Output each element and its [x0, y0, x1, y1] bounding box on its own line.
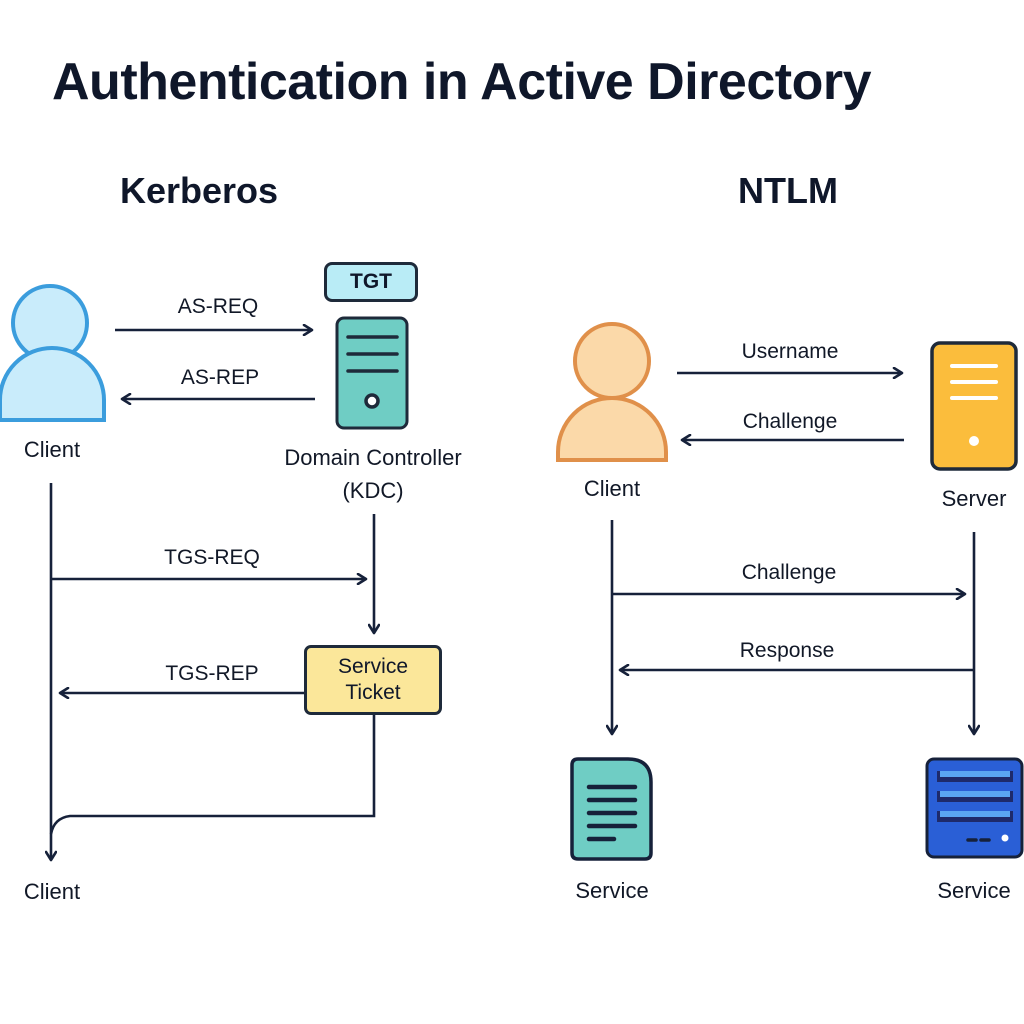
challenge-1-label: Challenge: [742, 410, 838, 433]
kdc-label-line2: (KDC): [342, 478, 404, 503]
as-req-label: AS-REQ: [177, 295, 259, 318]
tgs-rep-label: TGS-REP: [165, 662, 259, 685]
kerberos-client-user-icon: [0, 284, 106, 422]
kerberos-client-label: Client: [23, 437, 81, 462]
service-ticket-box: Service Ticket: [304, 645, 442, 715]
tgt-label: TGT: [350, 270, 392, 293]
as-rep-label: AS-REP: [180, 366, 260, 389]
document-service-icon: [570, 757, 653, 861]
ticket-return-path: [49, 715, 376, 835]
tgt-badge: TGT: [324, 262, 418, 302]
diagram-title: Authentication in Active Directory: [52, 53, 872, 111]
kerberos-end-client-label: Client: [23, 879, 81, 904]
ntlm-service-left-label: Service: [575, 878, 649, 903]
ntlm-server-icon: [930, 341, 1018, 471]
kerberos-heading: Kerberos: [120, 170, 279, 211]
tgs-req-label: TGS-REQ: [164, 546, 260, 569]
ntlm-server-label: Server: [941, 486, 1007, 511]
response-label: Response: [739, 639, 835, 662]
ntlm-client-label: Client: [583, 476, 641, 501]
username-label: Username: [741, 340, 839, 363]
server-service-icon: [925, 757, 1024, 859]
kdc-label-line1: Domain Controller: [284, 445, 462, 470]
challenge-2-label: Challenge: [741, 561, 837, 584]
ntlm-service-right-label: Service: [937, 878, 1011, 903]
kdc-server-icon: [335, 316, 409, 430]
ntlm-heading: NTLM: [738, 170, 838, 211]
ntlm-client-user-icon: [556, 322, 668, 462]
service-ticket-line2: Ticket: [345, 681, 401, 704]
service-ticket-line1: Service: [337, 655, 409, 678]
